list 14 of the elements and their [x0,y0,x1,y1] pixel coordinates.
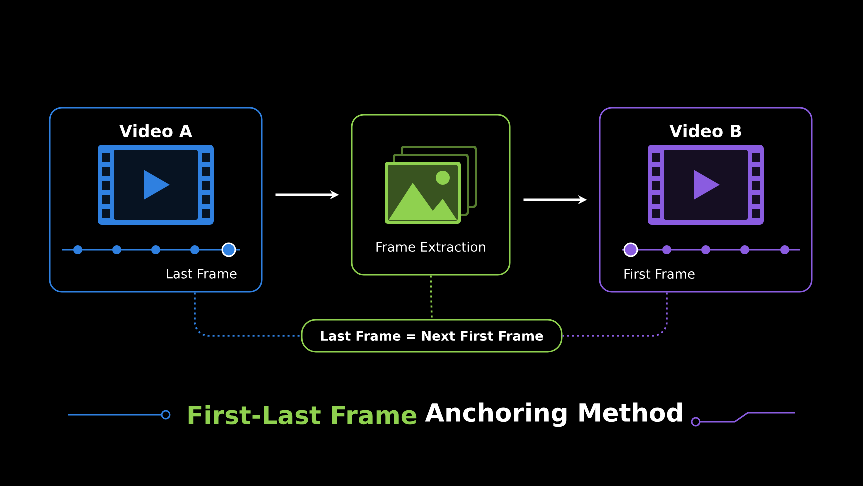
frame-label: Last Frame [167,269,237,279]
title: Anchoring Method [425,402,682,428]
card-title: Video A [120,124,192,138]
title: First-Last Frame [188,405,417,425]
connector-line [562,292,668,337]
video-card [599,107,813,293]
process-box [351,114,511,276]
video-card [49,107,263,293]
frame-label: First Frame [624,268,695,280]
card-title: Video B [670,124,742,138]
box-label: Frame Extraction [376,242,486,252]
connector-line [430,276,433,320]
connector-line [194,292,302,337]
formula-box: Last Frame = Next First Frame [301,319,563,353]
